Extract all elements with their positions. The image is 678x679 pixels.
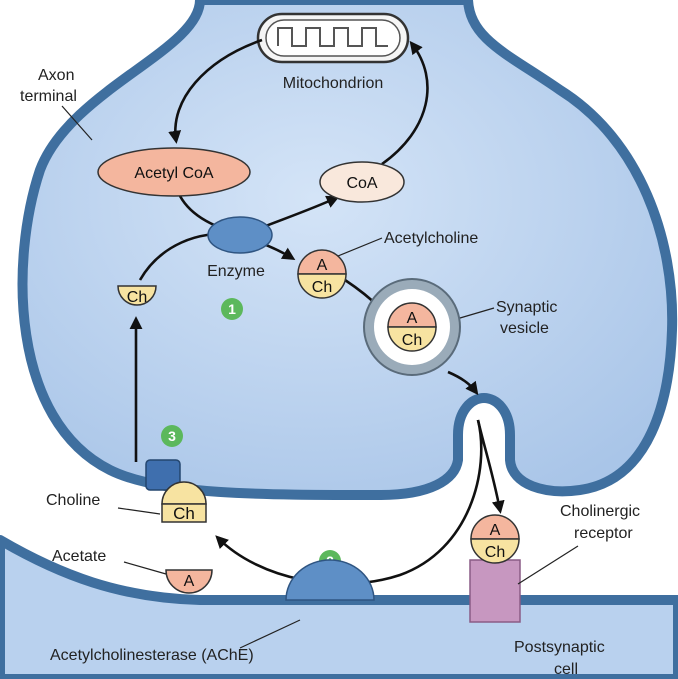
cholinergic-receptor-label-line1: Cholinergic: [560, 503, 640, 520]
mitochondrion-label: Mitochondrion: [283, 75, 384, 92]
step-1-badge: [221, 298, 243, 320]
acetylcholine-label: Acetylcholine: [384, 230, 478, 247]
cholinergic-receptor-leader: [517, 545, 579, 585]
synaptic-vesicle: A Ch: [363, 278, 461, 376]
arrow-vesicle-to-release: [447, 370, 479, 396]
step-1-label: 1: [228, 301, 236, 317]
mitochondrion: [256, 12, 410, 64]
ache-label: Acetylcholinesterase (AChE): [50, 647, 254, 664]
choline-label: Choline: [46, 492, 100, 509]
acetate-label: Acetate: [52, 548, 106, 565]
coa-label: CoA: [346, 175, 377, 192]
step-3-badge: [161, 425, 183, 447]
acetate-text: A: [184, 573, 195, 590]
vesicle-choline-part: Ch: [402, 332, 422, 349]
cholinergic-receptor-label-line2: receptor: [574, 525, 633, 542]
arrow-coa-to-mito: [381, 40, 429, 166]
ache-enzyme: [285, 559, 375, 601]
axon-terminal-label-line2: terminal: [20, 88, 77, 105]
ache-leader: [239, 619, 301, 649]
postsynaptic-cell-label-line2: cell: [554, 661, 578, 678]
postsynaptic-cell-membrane: [0, 535, 678, 679]
ach-choline-part: Ch: [312, 279, 332, 296]
cytoplasm-choline-text: Ch: [127, 289, 147, 306]
cholinergic-receptor: [469, 559, 521, 623]
enzyme-label: Enzyme: [207, 263, 265, 280]
enzyme-shape: [207, 216, 273, 254]
axon-terminal-leader: [61, 105, 93, 141]
acetylcholine-molecule: A Ch: [297, 249, 347, 299]
receptor-acetyl-part: A: [490, 522, 501, 539]
acetyl-coa-label: Acetyl CoA: [134, 165, 213, 182]
coa-node: CoA: [319, 161, 405, 203]
axon-terminal-label-line1: Axon: [38, 67, 74, 84]
choline-leader: [117, 507, 161, 515]
cleft-choline-text: Ch: [173, 504, 195, 523]
synaptic-vesicle-label-line2: vesicle: [500, 320, 549, 337]
choline-transporter: [145, 459, 181, 491]
acetylcholine-on-receptor: A Ch: [470, 514, 520, 564]
receptor-choline-part: Ch: [485, 544, 505, 561]
step-3-label: 3: [168, 428, 176, 444]
acetate-molecule: A: [165, 569, 213, 594]
vesicle-acetyl-part: A: [407, 310, 418, 327]
arrow-ach-hydrolysis: [215, 419, 483, 585]
choline-in-cytoplasm: Ch: [117, 285, 157, 306]
acetate-leader: [123, 561, 167, 575]
ach-acetyl-part: A: [317, 257, 328, 274]
synaptic-vesicle-label-line1: Synaptic: [496, 299, 557, 316]
choline-in-cleft: Ch: [161, 481, 207, 523]
postsynaptic-cell-label-line1: Postsynaptic: [514, 639, 605, 656]
acetyl-coa-node: Acetyl CoA: [97, 147, 251, 197]
synaptic-vesicle-leader: [459, 307, 495, 319]
axon-terminal-membrane: [17, 0, 678, 500]
acetylcholine-leader: [337, 237, 383, 257]
arrow-mito-to-acetylcoa: [168, 38, 263, 144]
